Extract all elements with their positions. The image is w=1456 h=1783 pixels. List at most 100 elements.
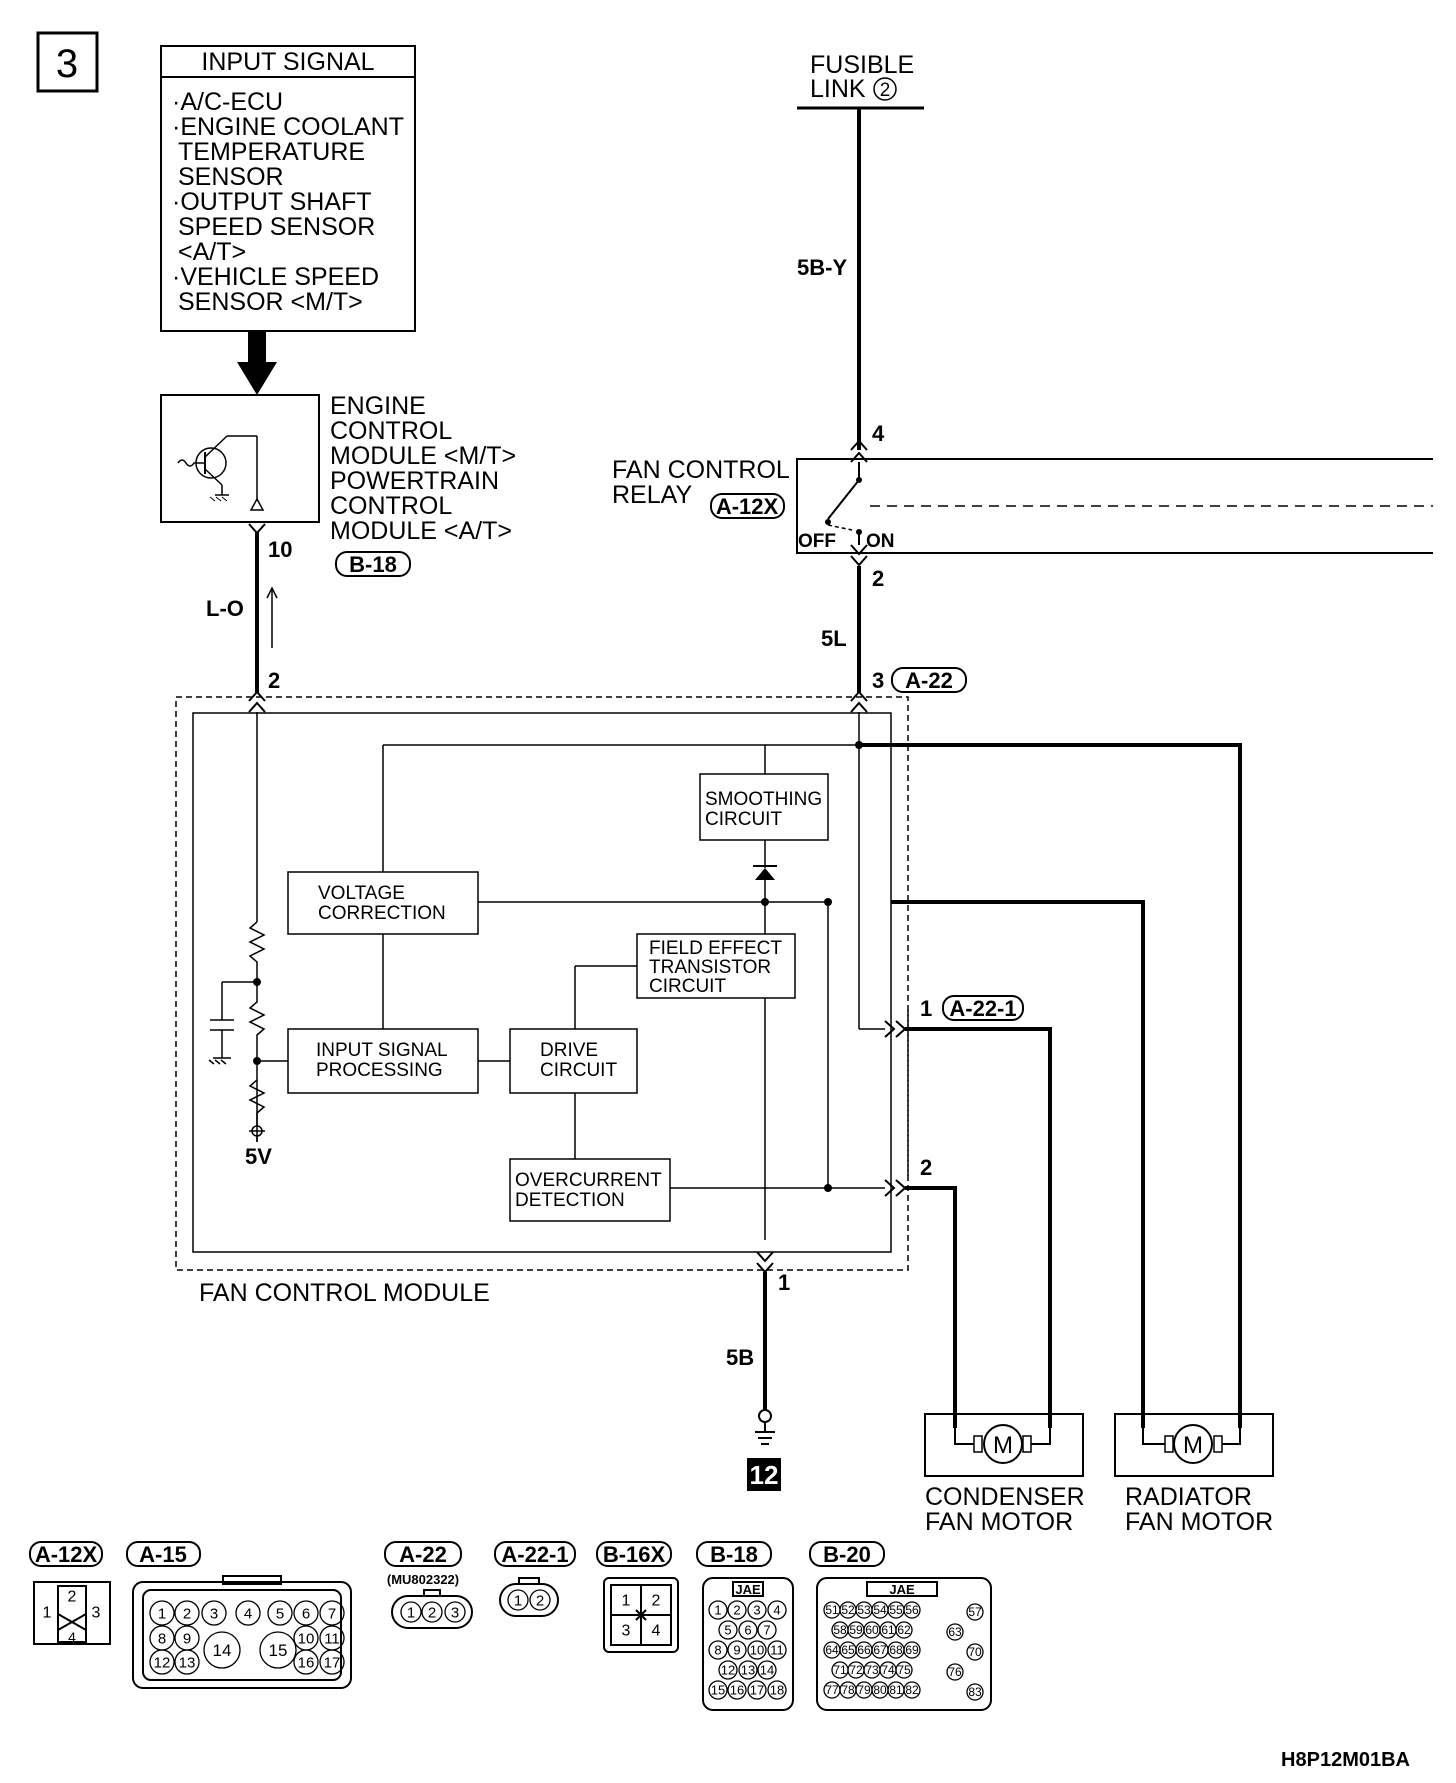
connector-pin-label: 72	[849, 1663, 863, 1677]
connector-pin-label: 15	[269, 1641, 288, 1660]
connector-pin-label: 17	[750, 1683, 764, 1698]
svg-text:SMOOTHING: SMOOTHING	[705, 789, 822, 810]
input-signal-line: ·OUTPUT SHAFT	[172, 188, 372, 216]
connector-tag-a-22-1: A-22-1	[494, 1541, 576, 1567]
radiator-fan-motor-label: FAN MOTOR	[1125, 1508, 1273, 1536]
connector-pin-label: 66	[857, 1643, 871, 1657]
connector-pin-label: 60	[865, 1623, 879, 1637]
connector-pin-label: 10	[298, 1630, 315, 1647]
drive-circuit-block: DRIVE CIRCUIT	[509, 1028, 638, 1094]
fusible-link-number-circle	[873, 77, 897, 101]
svg-text:A-12X: A-12X	[716, 494, 779, 519]
input-signal-processing-block: INPUT SIGNAL PROCESSING	[287, 1028, 479, 1094]
connector-pin-circle	[444, 1601, 466, 1623]
connector-pin-label: 74	[881, 1663, 895, 1677]
connector-pin-circle	[738, 1660, 758, 1680]
connector-pin-circle	[747, 1600, 767, 1620]
svg-text:INPUT SIGNAL: INPUT SIGNAL	[316, 1040, 448, 1061]
connector-pin-circle	[946, 1663, 964, 1681]
connector-tag-b-16x: B-16X	[596, 1541, 672, 1567]
connector-pin-label: 12	[721, 1663, 735, 1678]
connector-pin-circle	[738, 1620, 758, 1640]
connector-pin-label: 65	[841, 1643, 855, 1657]
connector-pin-label: 3	[92, 1605, 101, 1622]
connector-face-b-18	[702, 1577, 794, 1711]
connector-pin-label: 69	[905, 1643, 919, 1657]
input-signal-line: SPEED SENSOR	[178, 213, 375, 241]
connector-pin-circle	[946, 1623, 964, 1641]
current-direction-arrow	[266, 586, 278, 648]
connector-pin-label: 75	[897, 1663, 911, 1677]
connector-pin-circle	[895, 1661, 913, 1679]
connector-pin-label: 11	[770, 1643, 784, 1658]
terminal-mark	[248, 690, 266, 702]
connector-pin-circle	[529, 1589, 551, 1611]
smoothing-circuit-block: SMOOTHING CIRCUIT	[699, 773, 829, 841]
connector-pin-label: 59	[849, 1623, 863, 1637]
connector-pin-circle	[767, 1600, 787, 1620]
relay-label: RELAY	[612, 481, 692, 509]
svg-text:B-18: B-18	[349, 552, 397, 577]
connector-pin-label: 11	[324, 1630, 340, 1647]
connector-pin-label: 76	[948, 1665, 962, 1679]
svg-text:A-22-1: A-22-1	[949, 996, 1016, 1021]
connector-pin-label: 3	[451, 1604, 459, 1621]
connector-face-a-12x	[33, 1581, 111, 1645]
connector-pin-label: 3	[210, 1605, 218, 1622]
input-signal-line: ·ENGINE COOLANT	[172, 113, 404, 141]
svg-text:CIRCUIT: CIRCUIT	[540, 1060, 617, 1081]
connector-pin-label: 58	[833, 1623, 847, 1637]
connector-pin-label: 5	[724, 1623, 731, 1638]
connector-pin-label: 62	[897, 1623, 911, 1637]
motor-wiring	[859, 743, 1242, 1428]
connector-pin-label: 55	[889, 1603, 903, 1617]
svg-text:DRIVE: DRIVE	[540, 1040, 598, 1061]
connector-pin-label: 70	[968, 1645, 982, 1659]
fusible-link-label: FUSIBLE	[810, 51, 914, 79]
connector-pin-label: 7	[328, 1605, 336, 1622]
relay-pin-bottom: 2	[872, 566, 884, 591]
connector-pin-circle	[319, 1649, 345, 1675]
connector-pin-circle	[895, 1621, 913, 1639]
connector-pin-circle	[203, 1631, 241, 1669]
relay-connector-tag: A-12X	[710, 493, 785, 519]
fusible-link-label: LINK	[810, 75, 866, 103]
connector-pin-label: 6	[744, 1623, 751, 1638]
junction-dot	[824, 1184, 832, 1192]
connector-pin-label: 79	[857, 1683, 871, 1697]
relay-on-label: ON	[866, 531, 895, 552]
connector-pin-circle	[319, 1600, 345, 1626]
diode-symbol	[753, 865, 777, 880]
connector-pin-circle	[718, 1620, 738, 1640]
ecm-label: CONTROL	[330, 492, 452, 520]
connector-pin-label: 67	[873, 1643, 887, 1657]
diagram-code: H8P12M01BA	[1281, 1749, 1410, 1771]
condenser-fan-motor: M	[924, 1413, 1084, 1477]
svg-text:B-16X: B-16X	[603, 1542, 666, 1567]
module-internal-wiring	[221, 712, 885, 1240]
connector-pin-circle	[757, 1660, 777, 1680]
ecm-label: CONTROL	[330, 417, 452, 445]
relay-pin-top: 4	[872, 421, 885, 446]
fet-circuit-block: FIELD EFFECT TRANSISTOR CIRCUIT	[636, 933, 796, 999]
input-signal-line: <A/T>	[178, 238, 246, 266]
connector-pin-label: 1	[407, 1604, 415, 1621]
output-pin-1: 1	[920, 996, 932, 1021]
ecm-label: POWERTRAIN	[330, 467, 499, 495]
svg-text:PROCESSING: PROCESSING	[316, 1060, 443, 1081]
connector-pin-label: 7	[763, 1623, 770, 1638]
connector-pin-label: 57	[968, 1605, 982, 1619]
connector-part-number: (MU802322)	[387, 1572, 459, 1587]
svg-text:CIRCUIT: CIRCUIT	[649, 976, 726, 997]
input-signal-title: INPUT SIGNAL	[201, 48, 374, 76]
connector-pin-label: 77	[825, 1683, 839, 1697]
terminal-mark	[248, 523, 266, 535]
connector-pin-circle	[966, 1603, 984, 1621]
svg-text:B-18: B-18	[710, 1542, 758, 1567]
connector-pin-circle	[708, 1600, 728, 1620]
input-signal-line: TEMPERATURE	[178, 138, 365, 166]
connector-pin-label: 64	[825, 1643, 839, 1657]
